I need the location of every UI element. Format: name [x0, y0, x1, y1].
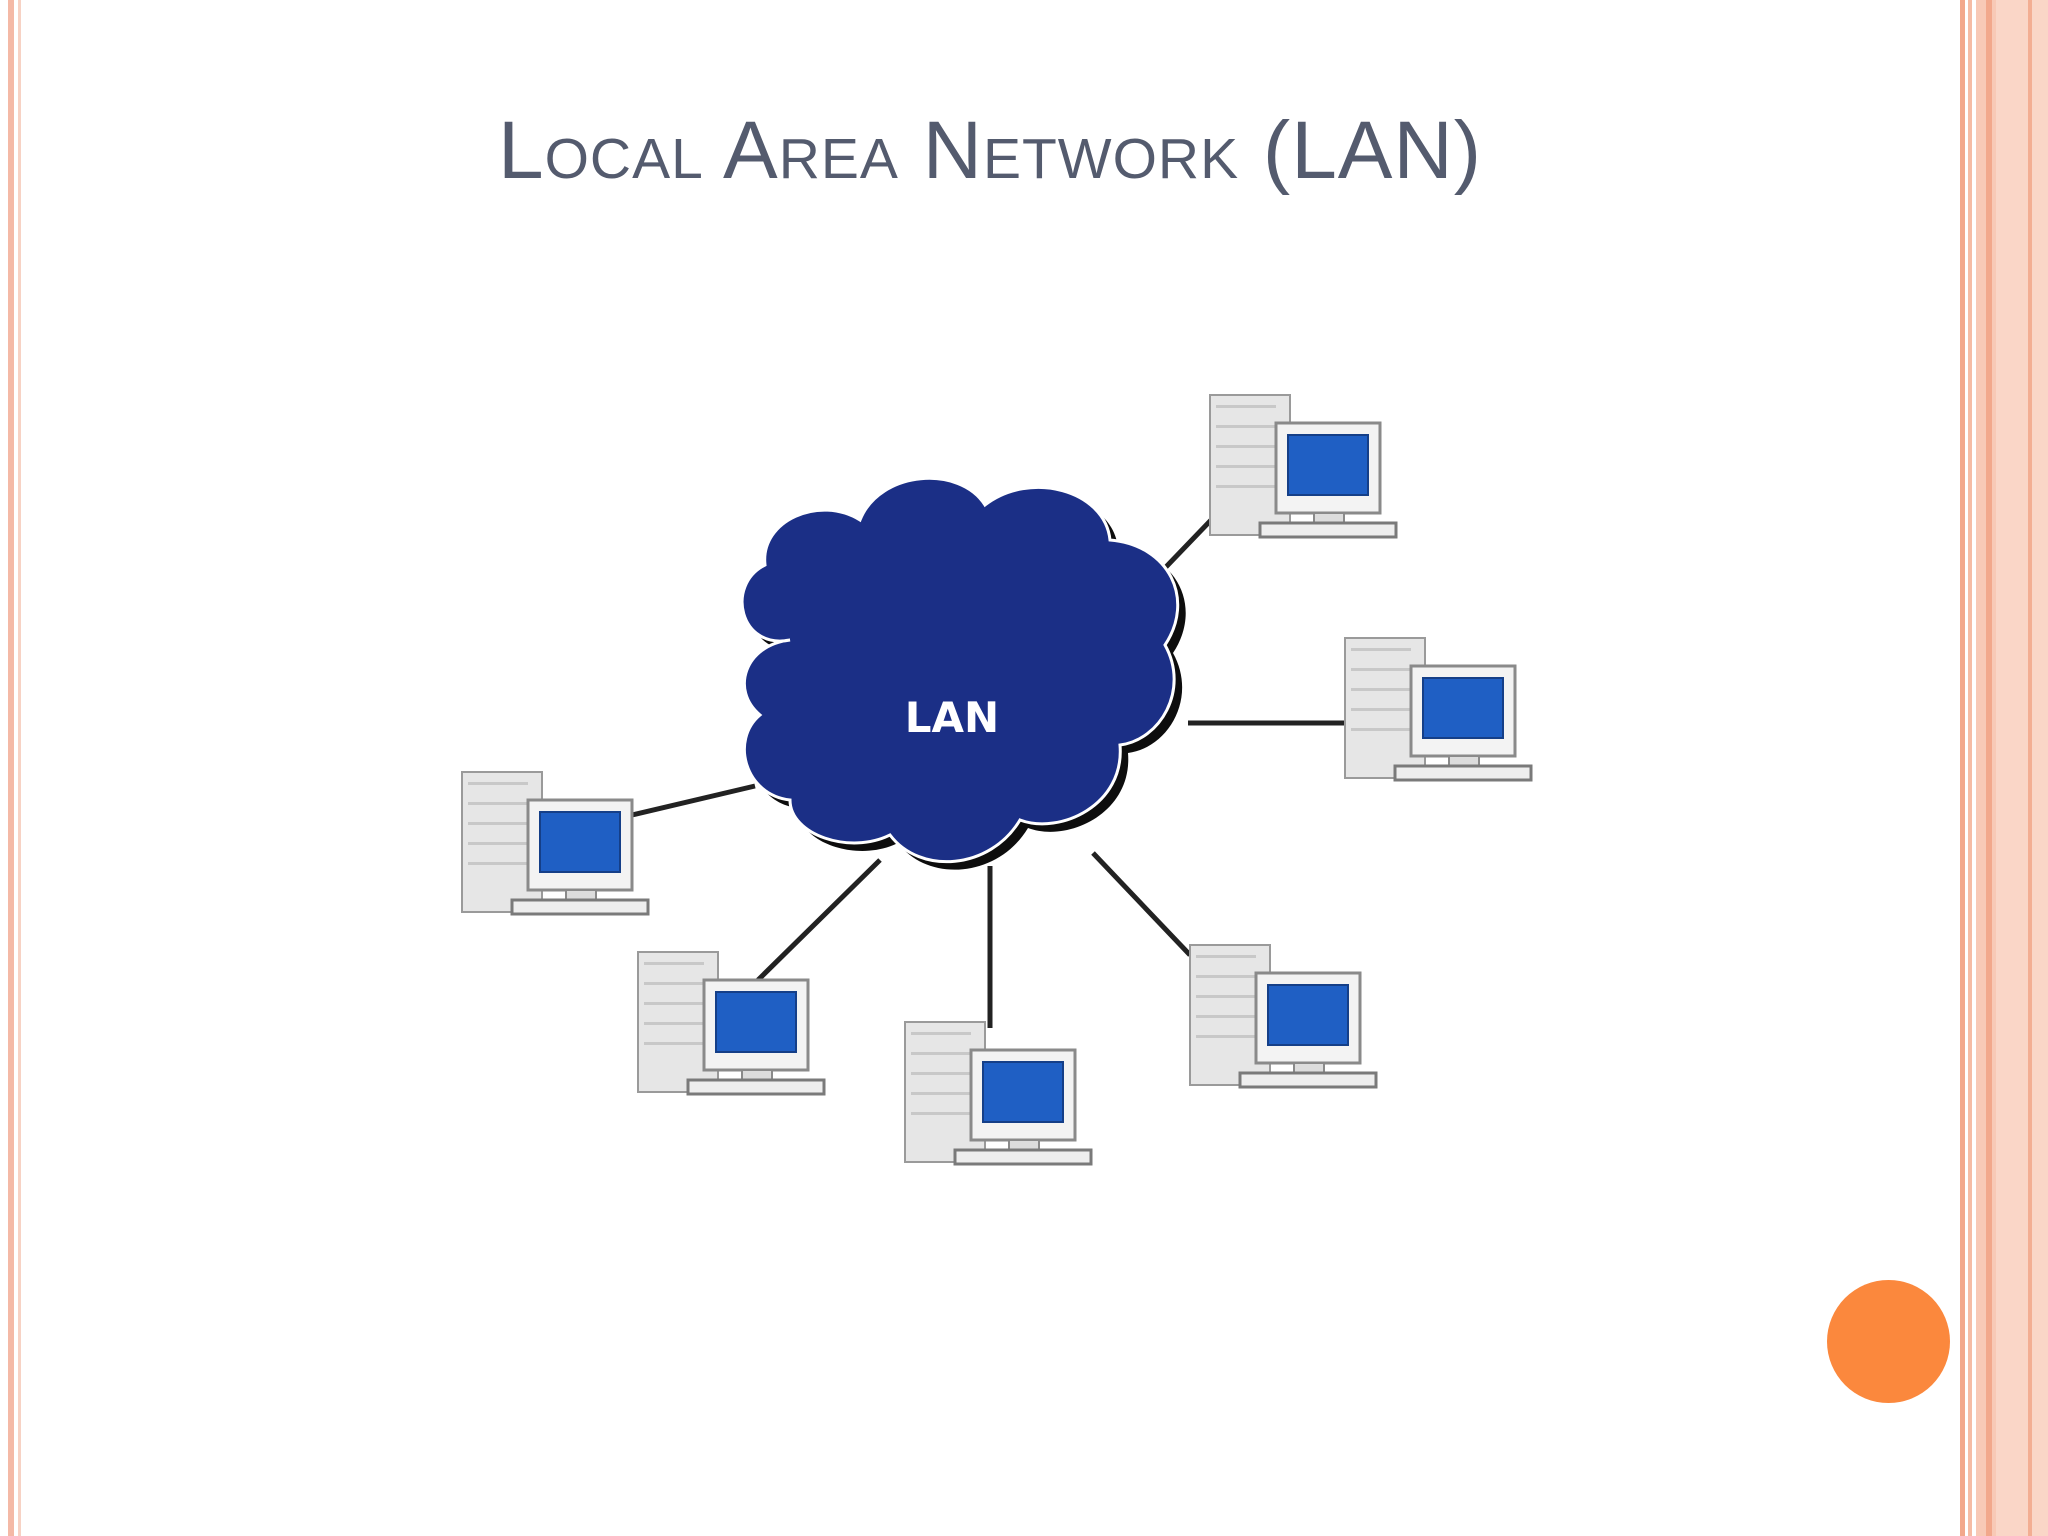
link-left	[631, 783, 756, 818]
cloud-label: LAN	[905, 693, 999, 742]
network-cloud-icon: LAN	[740, 476, 1186, 870]
right-border-line	[1986, 0, 1992, 1536]
slide-title: Local Area Network (LAN)	[497, 105, 1483, 196]
desktop-computer-icon	[1188, 943, 1378, 1089]
right-border-line	[2028, 0, 2032, 1536]
orange-circle-decoration	[1827, 1280, 1950, 1403]
left-border-inner-line	[18, 0, 21, 1536]
desktop-computer-icon	[1208, 393, 1398, 539]
desktop-computer-icon	[1343, 636, 1533, 782]
right-border-line	[1960, 0, 1965, 1536]
link-bottom-left	[756, 858, 882, 982]
link-bottom-right	[1091, 851, 1192, 957]
right-border-line	[1968, 0, 1972, 1536]
desktop-computer-icon	[636, 950, 826, 1096]
desktop-computer-icon	[903, 1020, 1093, 1166]
desktop-computer-icon	[460, 770, 650, 916]
right-border-inner	[1996, 0, 2048, 1536]
left-border-line	[8, 0, 14, 1536]
